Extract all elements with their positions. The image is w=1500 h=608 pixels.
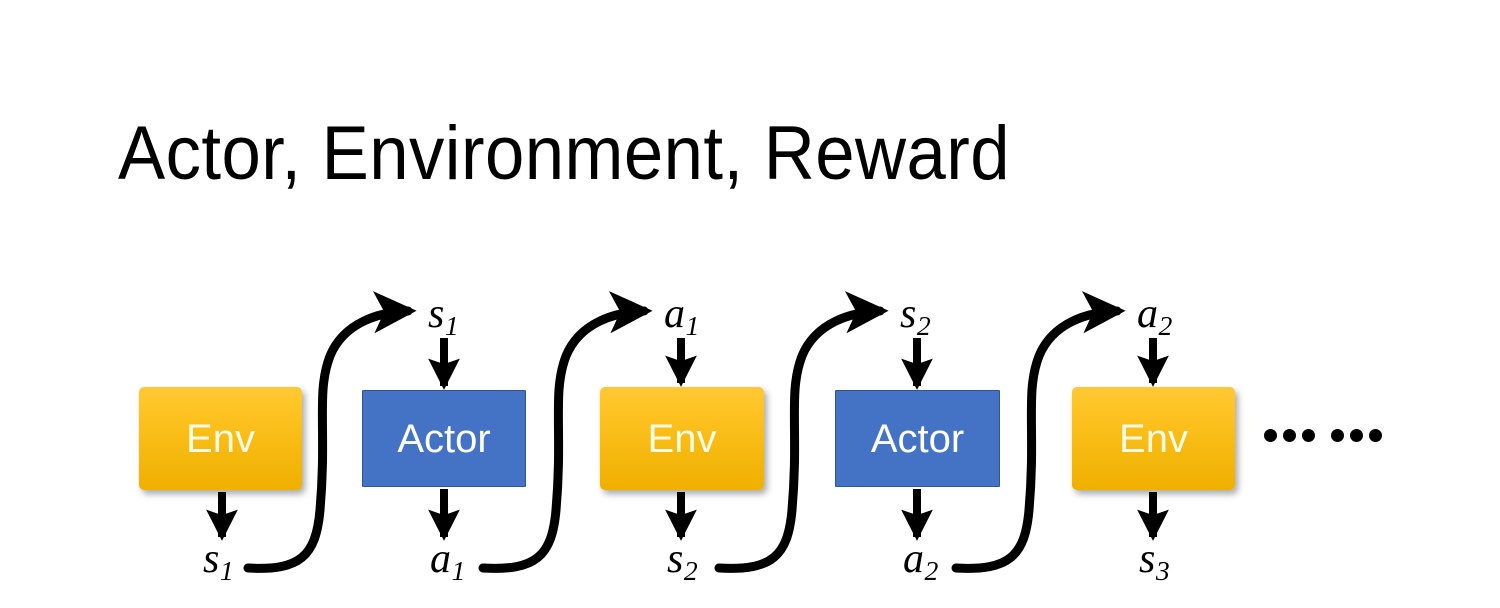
- symbol-subscript: 1: [451, 555, 466, 587]
- label-action-a2-bottom: a2: [903, 538, 938, 585]
- symbol-base: a: [1137, 291, 1158, 337]
- node-label: Actor: [870, 416, 965, 461]
- symbol-base: s: [1139, 536, 1156, 582]
- symbol-subscript: 2: [683, 555, 698, 587]
- label-state-s2-bottom: s2: [667, 538, 698, 585]
- symbol-subscript: 2: [924, 555, 939, 587]
- ellipsis-dot: [1264, 429, 1277, 442]
- node-env-2[interactable]: Env: [600, 387, 764, 490]
- ellipsis-continuation: [1264, 429, 1382, 442]
- symbol-subscript: 2: [1158, 310, 1173, 342]
- ellipsis-dot: [1350, 429, 1363, 442]
- ellipsis-dot: [1369, 429, 1382, 442]
- page-title: Actor, Environment, Reward: [118, 111, 1011, 196]
- symbol-subscript: 1: [444, 310, 459, 342]
- ellipsis-dot: [1283, 429, 1296, 442]
- label-action-a1-bottom: a1: [430, 538, 465, 585]
- label-state-s3-bottom: s3: [1139, 538, 1170, 585]
- ellipsis-gap: [1321, 435, 1325, 436]
- node-env-1[interactable]: Env: [139, 387, 302, 490]
- node-actor-2[interactable]: Actor: [835, 390, 1000, 487]
- symbol-subscript: 3: [1155, 555, 1170, 587]
- symbol-base: s: [203, 536, 220, 582]
- label-state-s1-top: s1: [428, 293, 459, 340]
- symbol-base: a: [430, 536, 451, 582]
- symbol-subscript: 2: [916, 310, 931, 342]
- symbol-base: a: [664, 291, 685, 337]
- symbol-base: a: [903, 536, 924, 582]
- symbol-subscript: 1: [685, 310, 700, 342]
- ellipsis-dot: [1331, 429, 1344, 442]
- node-label: Env: [647, 416, 717, 461]
- symbol-base: s: [667, 536, 684, 582]
- label-action-a1-top: a1: [664, 293, 699, 340]
- label-action-a2-top: a2: [1137, 293, 1172, 340]
- symbol-subscript: 1: [219, 555, 234, 587]
- node-env-3[interactable]: Env: [1072, 387, 1235, 490]
- node-label: Actor: [397, 416, 491, 461]
- node-actor-1[interactable]: Actor: [362, 390, 526, 487]
- symbol-base: s: [428, 291, 445, 337]
- label-state-s1-bottom: s1: [203, 538, 234, 585]
- node-label: Env: [186, 416, 255, 461]
- label-state-s2-top: s2: [900, 293, 931, 340]
- ellipsis-dot: [1302, 429, 1315, 442]
- symbol-base: s: [900, 291, 917, 337]
- node-label: Env: [1119, 416, 1188, 461]
